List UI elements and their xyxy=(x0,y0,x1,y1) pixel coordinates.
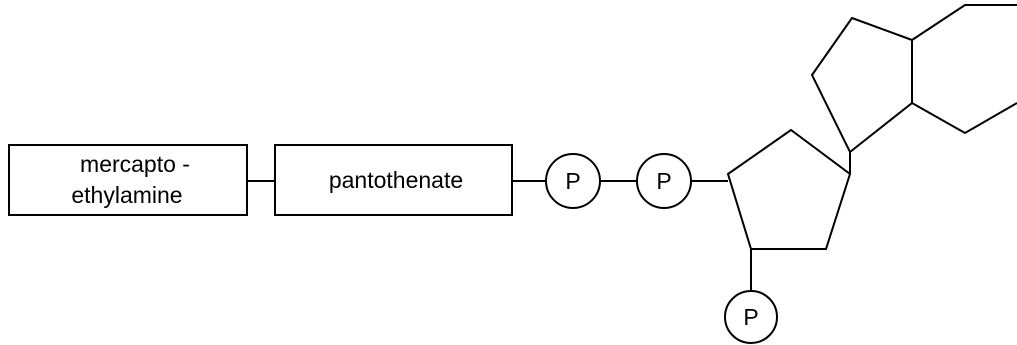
phosphate-group-1: P xyxy=(545,153,601,209)
mercaptoethylamine-label-line1: mercapto - xyxy=(80,151,190,177)
ribose-ring xyxy=(726,128,852,250)
pantothenate-box-frame xyxy=(274,144,513,216)
phosphate-circle-3 xyxy=(724,290,778,344)
pantothenate-box: pantothenate xyxy=(274,144,513,216)
mercaptoethylamine-box: mercapto - ethylamine xyxy=(8,144,248,216)
purine-six-membered-ring xyxy=(911,4,1017,41)
phosphate-group-3: P xyxy=(724,290,778,344)
phosphate-circle-2 xyxy=(636,153,692,209)
mercaptoethylamine-box-frame xyxy=(8,144,248,216)
pantothenate-label: pantothenate xyxy=(329,167,463,193)
purine-six-membered-ring-lower xyxy=(911,102,1017,135)
phosphate-label-1: P xyxy=(565,168,580,194)
mercaptoethylamine-label-line2: ethylamine xyxy=(71,182,182,208)
phosphate-circle-1 xyxy=(545,153,601,209)
phosphate-label-2: P xyxy=(656,168,671,194)
purine-five-membered-ring xyxy=(810,16,913,154)
phosphate-label-3: P xyxy=(743,304,758,330)
phosphate-group-2: P xyxy=(636,153,692,209)
